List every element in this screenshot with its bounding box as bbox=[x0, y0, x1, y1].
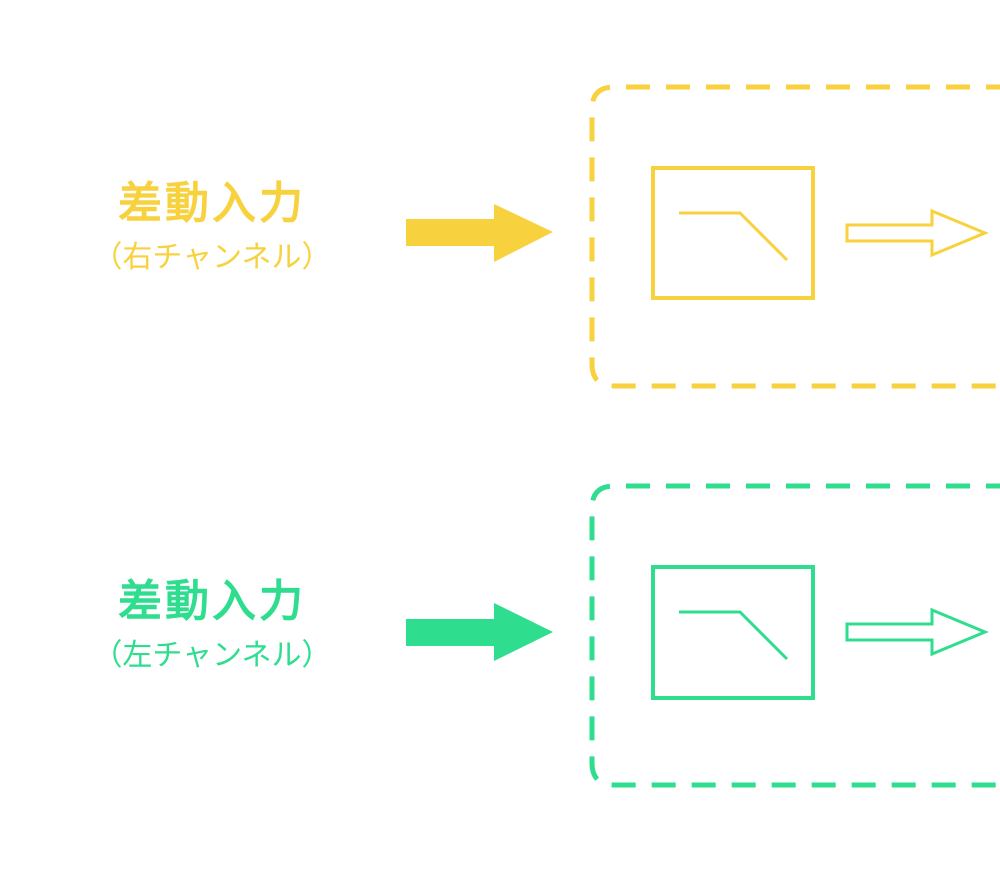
right-channel-title: 差動入力 bbox=[118, 178, 306, 229]
left-processing-block bbox=[589, 483, 1000, 788]
left-output-arrow-icon bbox=[845, 607, 989, 657]
right-processing-block bbox=[589, 84, 1000, 389]
right-channel-label: 差動入力 （右チャンネル） bbox=[62, 178, 362, 278]
left-channel-label: 差動入力 （左チャンネル） bbox=[62, 576, 362, 676]
left-channel-title: 差動入力 bbox=[118, 576, 306, 627]
left-input-arrow-icon bbox=[406, 603, 553, 661]
left-channel-subtitle: （左チャンネル） bbox=[92, 638, 332, 673]
right-output-arrow-icon bbox=[845, 208, 989, 258]
right-input-arrow-icon bbox=[406, 204, 553, 262]
right-channel-subtitle: （右チャンネル） bbox=[92, 240, 332, 275]
left-lowpass-filter-icon bbox=[651, 565, 815, 700]
left-channel-group bbox=[406, 483, 1000, 788]
right-lowpass-filter-icon bbox=[651, 166, 815, 300]
right-channel-group bbox=[406, 84, 1000, 389]
